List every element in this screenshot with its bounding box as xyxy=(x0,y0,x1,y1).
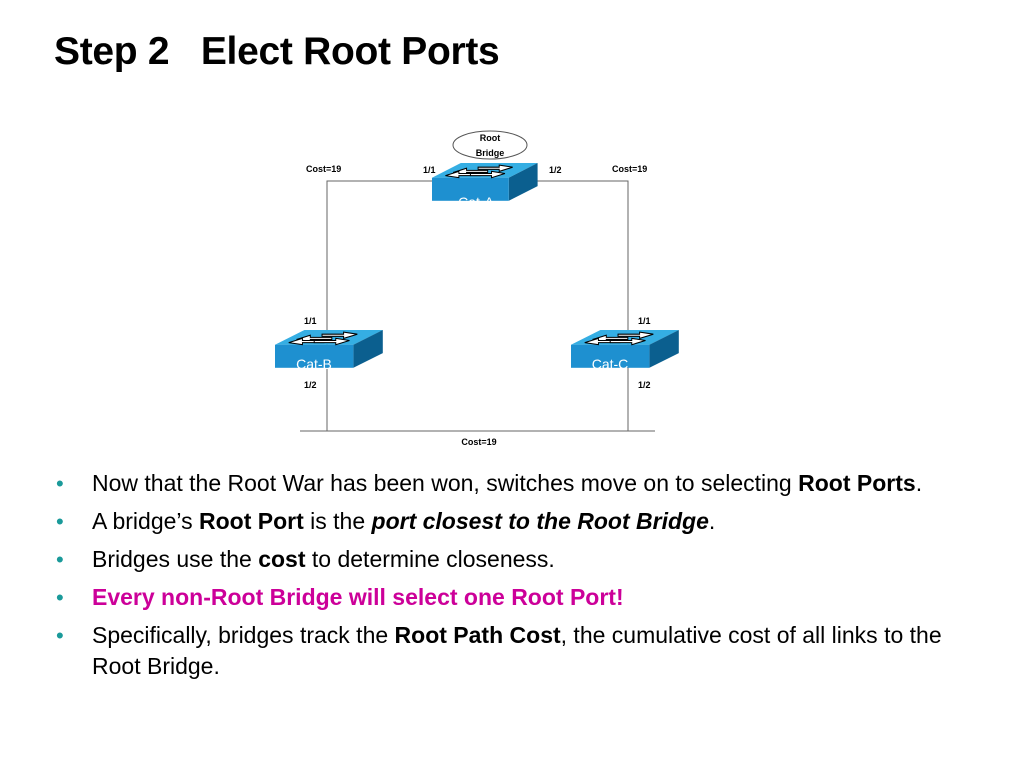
cat-a-port-1-2: 1/2 xyxy=(549,165,562,175)
bullet-text: Every non-Root Bridge will select one Ro… xyxy=(92,584,624,610)
cat-c-port-1-2: 1/2 xyxy=(638,380,651,390)
svg-text:Bridge: Bridge xyxy=(476,148,505,158)
bullet-item: • Now that the Root War has been won, swi… xyxy=(56,468,986,499)
cat-c-port-1-1: 1/1 xyxy=(638,316,651,326)
bullet-item: • Every non-Root Bridge will select one R… xyxy=(56,582,986,613)
bullet-text: Bridges use the xyxy=(92,546,259,572)
svg-text:Root: Root xyxy=(480,133,501,143)
bullet-text: Root Ports xyxy=(798,470,916,496)
bullet-item: • A bridge’s Root Port is the port closes… xyxy=(56,506,986,537)
switch-cat-b-label: Cat-B xyxy=(296,356,332,372)
root-bridge-tag: Root Bridge xyxy=(452,130,528,160)
spanning-tree-diagram: Root Bridge Cat-A 1/1 1/2 Cost=19 Cost=1… xyxy=(274,130,680,447)
switch-cat-c-label: Cat-C xyxy=(592,356,629,372)
bullet-text: is the xyxy=(303,508,372,534)
switch-cat-a-label: Cat-A xyxy=(458,194,494,210)
bullet-text: Root Path Cost xyxy=(394,622,561,648)
bullet-item: • Bridges use the cost to determine close… xyxy=(56,544,986,575)
cat-a-port-1-1: 1/1 xyxy=(423,165,436,175)
bullet-text: . xyxy=(708,508,716,534)
cat-b-port-1-1: 1/1 xyxy=(304,316,317,326)
bullet-dot-icon: • xyxy=(56,623,64,648)
bullet-dot-icon: • xyxy=(56,547,64,572)
link-a-b xyxy=(326,180,432,431)
bullet-text: , the cumulative cost of all links to th… xyxy=(92,622,942,679)
cost-label-a-b: Cost=19 xyxy=(306,164,341,174)
bullet-dot-icon: • xyxy=(56,509,64,534)
bullet-text: Specifically, bridges track the xyxy=(92,622,395,648)
link-a-c xyxy=(520,180,629,431)
cost-label-b-c: Cost=19 xyxy=(461,437,496,447)
bullet-list: • Now that the Root War has been won, swi… xyxy=(56,468,986,689)
bullet-dot-icon: • xyxy=(56,471,64,496)
link-lines xyxy=(300,180,655,432)
bullet-text: to determine closeness. xyxy=(305,546,555,572)
bullet-text: Now that the Root War has been won, swit… xyxy=(92,470,799,496)
cost-label-a-c: Cost=19 xyxy=(612,164,647,174)
bullet-text: . xyxy=(915,470,923,496)
bullet-text: cost xyxy=(258,546,306,572)
bullet-text: port closest to the Root Bridge xyxy=(371,508,709,534)
bullet-item: • Specifically, bridges track the Root Pa… xyxy=(56,620,986,682)
slide-title: Step 2 Elect Root Ports xyxy=(54,30,500,73)
bullet-text: A bridge’s xyxy=(92,508,199,534)
bullet-dot-icon: • xyxy=(56,585,64,610)
bullet-text: Root Port xyxy=(198,508,304,534)
cat-b-port-1-2: 1/2 xyxy=(304,380,317,390)
